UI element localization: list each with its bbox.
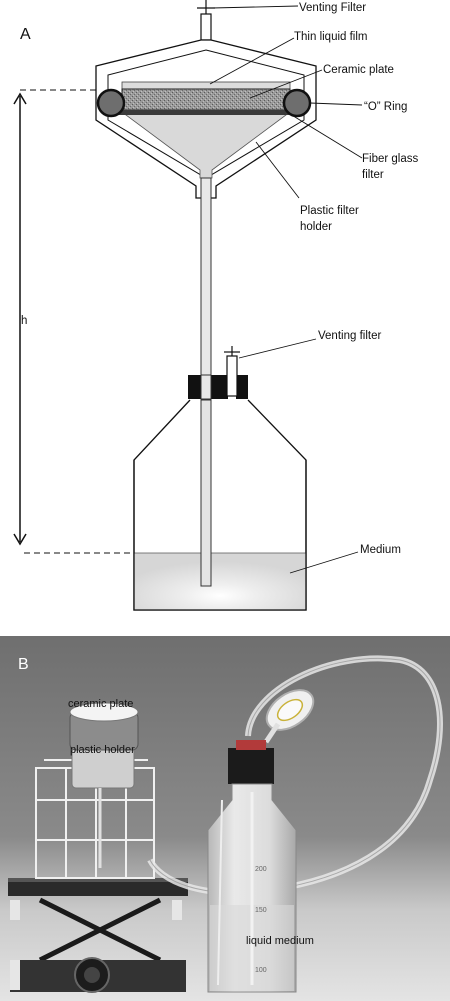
label-plastic-holder-2: holder <box>300 221 332 233</box>
panel-a: A <box>13 0 418 611</box>
bottle-scale-100: 100 <box>255 967 267 974</box>
leader-fiber-glass <box>289 113 363 159</box>
photo-label-liquid-medium: liquid medium <box>246 935 314 947</box>
photo-label-plastic-holder: plastic holder <box>70 744 135 756</box>
label-venting-filter-bottle: Venting filter <box>318 330 381 342</box>
photo-venting-filter <box>263 689 315 744</box>
leader-thin-film <box>209 37 295 85</box>
medium-liquid <box>134 553 306 610</box>
label-medium: Medium <box>360 544 401 556</box>
o-ring-left <box>96 88 126 118</box>
bottle-scale-150: 150 <box>255 907 267 914</box>
photo-label-ceramic-plate: ceramic plate <box>68 698 133 710</box>
panel-a-letter: A <box>20 26 31 43</box>
leader-ceramic-plate <box>249 69 323 99</box>
photo-bottle: 200 150 100 <box>207 740 297 993</box>
bottle-cap-right <box>236 375 248 399</box>
height-arrow <box>13 92 27 546</box>
bottle-venting-filter <box>224 346 240 397</box>
label-fiber-glass-2: filter <box>362 169 384 181</box>
filter-holder-photo <box>69 702 139 868</box>
leader-plastic-holder <box>255 141 300 199</box>
label-plastic-holder-1: Plastic filter <box>300 205 359 217</box>
fiber-glass-filter <box>118 110 294 115</box>
panel-b-photo: B <box>0 636 450 1001</box>
label-fiber-glass-1: Fiber glass <box>362 153 418 165</box>
label-h: h <box>21 315 27 327</box>
leader-venting-filter-bottle <box>238 338 317 359</box>
label-o-ring: “O” Ring <box>364 101 407 113</box>
leader-o-ring <box>309 102 363 106</box>
lab-jack <box>8 878 188 993</box>
panel-b-letter: B <box>18 656 29 673</box>
thin-liquid-film <box>121 81 291 90</box>
top-venting-filter <box>197 0 215 41</box>
label-thin-liquid-film: Thin liquid film <box>294 31 368 43</box>
label-ceramic-plate: Ceramic plate <box>323 64 394 76</box>
label-venting-filter-top: Venting Filter <box>299 2 366 14</box>
bottle-scale-200: 200 <box>255 866 267 873</box>
leader-venting-filter-top <box>211 5 299 9</box>
o-ring-right <box>282 88 312 118</box>
leader-medium <box>289 551 359 574</box>
